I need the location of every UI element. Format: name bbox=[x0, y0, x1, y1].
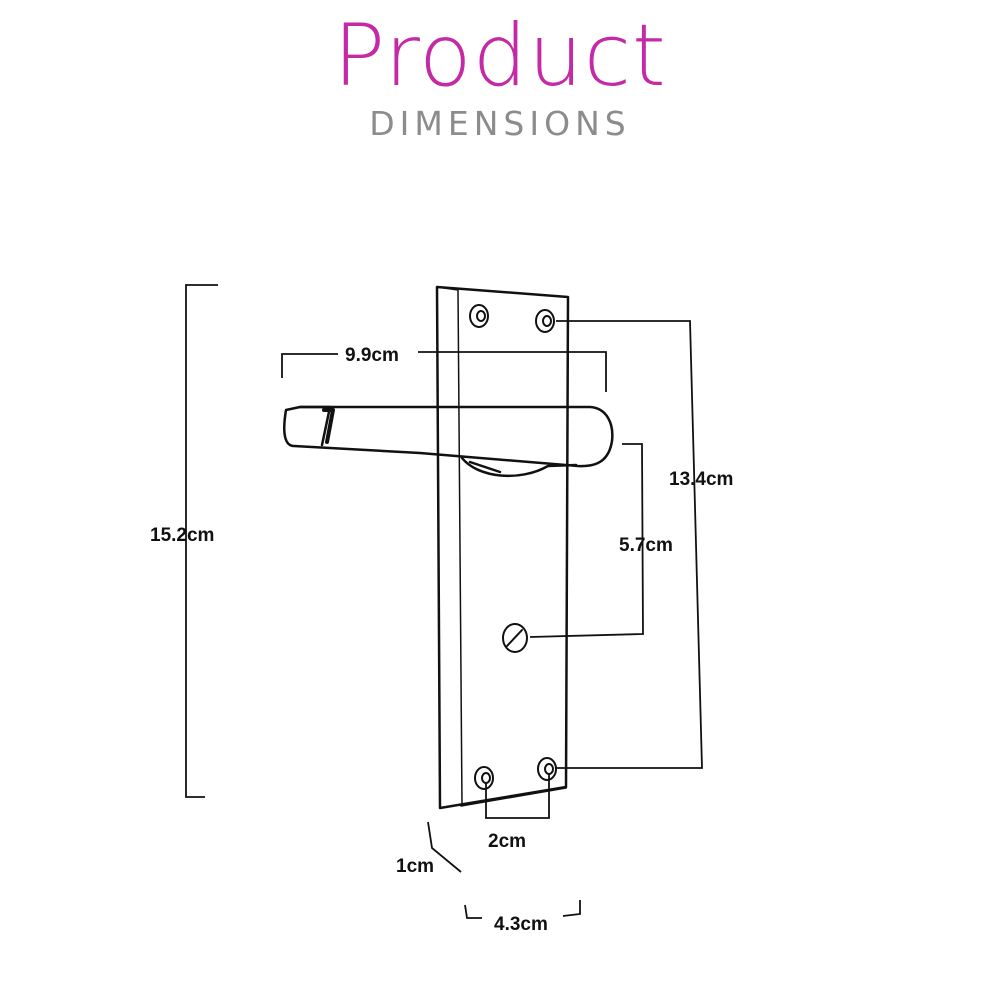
screw-spacing-vertical-bracket bbox=[556, 320, 703, 769]
back-plate bbox=[435, 285, 570, 810]
page-subtitle: DIMENSIONS bbox=[369, 104, 631, 143]
lever-length-label: 9.9cm bbox=[345, 345, 399, 366]
total-height-label: 15.2cm bbox=[150, 525, 214, 546]
plate-width-label: 4.3cm bbox=[494, 914, 548, 935]
lever-length-bracket bbox=[281, 351, 607, 392]
screw-spacing-horizontal-label: 2cm bbox=[488, 831, 526, 852]
total-height-bracket bbox=[185, 284, 218, 798]
screw-spacing-horizontal-bracket bbox=[485, 774, 550, 819]
plate-depth-bracket bbox=[427, 821, 462, 873]
lever-to-lock-bracket bbox=[529, 443, 644, 638]
lock-hole bbox=[502, 623, 528, 653]
screw-hole-bottom-left bbox=[474, 766, 494, 790]
page-title: Product bbox=[333, 6, 667, 106]
screw-hole-bottom-right bbox=[537, 757, 557, 781]
plate-width-bracket bbox=[464, 900, 581, 919]
screw-hole-top-left bbox=[469, 304, 489, 328]
lever-to-lock-label: 5.7cm bbox=[619, 535, 673, 556]
screw-spacing-vertical-label: 13.4cm bbox=[669, 469, 733, 490]
screw-hole-top-right bbox=[535, 309, 555, 333]
plate-depth-label: 1cm bbox=[396, 856, 434, 877]
lever-handle bbox=[283, 405, 614, 478]
